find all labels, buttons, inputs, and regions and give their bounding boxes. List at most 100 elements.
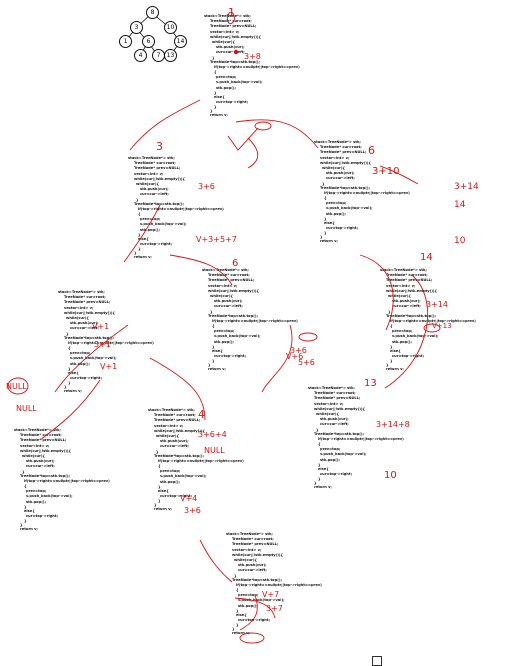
code-line: } bbox=[320, 235, 323, 240]
annotation: 3+14+8 bbox=[376, 420, 410, 429]
code-line: } bbox=[158, 484, 161, 489]
code-line: stack<TreeNode*> stk; bbox=[226, 532, 273, 536]
annotation: V+1 bbox=[100, 362, 118, 371]
code-line: stk.pop(); bbox=[26, 499, 46, 504]
ink-check bbox=[227, 127, 259, 151]
code-line: } bbox=[318, 477, 321, 482]
ink-arrow bbox=[54, 324, 129, 393]
code-line: } bbox=[138, 247, 141, 252]
ink-arrow bbox=[359, 254, 394, 331]
code-line: } bbox=[214, 90, 217, 95]
code-line: { bbox=[24, 484, 27, 489]
ink-arrow bbox=[39, 379, 101, 441]
code-line: vector<int> v; bbox=[320, 155, 350, 160]
code-line: prev=top; bbox=[214, 329, 235, 334]
code-line: stack<TreeNode*> stk; bbox=[128, 156, 175, 160]
code-line: while(cur||!stk.empty()){ bbox=[154, 428, 206, 433]
code-line: while(cur){ bbox=[156, 434, 180, 439]
code-line: v.push_back(top->val); bbox=[392, 334, 439, 339]
code-line: if(top->right==nullptr||top->right==prev… bbox=[214, 64, 300, 69]
code-line: cur=cur->left; bbox=[140, 192, 169, 197]
code-line: v.push_back(top->val); bbox=[70, 356, 117, 361]
code-line: cur=cur->left; bbox=[214, 304, 243, 309]
code-line: { bbox=[214, 70, 217, 75]
code-line: } bbox=[22, 469, 25, 474]
code-line: prev=top; bbox=[140, 217, 161, 222]
code-line: if(top->right==nullptr||top->right==prev… bbox=[138, 206, 224, 211]
ink-arrow bbox=[239, 594, 258, 631]
code-line: } bbox=[214, 105, 217, 110]
ink-arrow bbox=[199, 539, 233, 583]
code-line: prev=top; bbox=[392, 329, 413, 334]
code-line: TreeNode* cur=root; bbox=[232, 537, 274, 542]
code-line: TreeNode* prev=NULL; bbox=[64, 300, 111, 305]
code-line: } bbox=[390, 359, 393, 364]
code-line: { bbox=[236, 588, 239, 593]
code-line: stk.push(cur); bbox=[160, 439, 189, 444]
tree-node: 6 bbox=[142, 35, 155, 48]
code-line: } bbox=[134, 251, 137, 256]
code-frame: stack<TreeNode*> stk;TreeNode* cur=root;… bbox=[380, 268, 476, 372]
code-line: if(top->right==nullptr||top->right==prev… bbox=[212, 318, 298, 323]
code-line: while(cur){ bbox=[234, 558, 258, 563]
code-line: if(top->right==nullptr||top->right==prev… bbox=[390, 318, 476, 323]
code-line: else{ bbox=[214, 94, 225, 99]
code-line: } bbox=[212, 55, 215, 60]
annotation: NULL bbox=[16, 404, 37, 413]
code-line: { bbox=[212, 324, 215, 329]
code-line: } bbox=[390, 344, 393, 349]
ink-arrow bbox=[247, 137, 259, 169]
code-line: } bbox=[138, 232, 141, 237]
code-line: v.push_back(top->val); bbox=[326, 206, 373, 211]
code-line: vector<int> v; bbox=[232, 547, 262, 552]
ink-dot bbox=[233, 49, 239, 55]
code-line: prev=top; bbox=[326, 201, 347, 206]
code-line: if(top->right==nullptr||top->right==prev… bbox=[158, 458, 244, 463]
annotation: 3+6+4 bbox=[198, 430, 227, 439]
code-line: while(cur||!stk.empty()){ bbox=[210, 34, 262, 39]
code-line: v.push_back(top->val); bbox=[216, 80, 263, 85]
code-line: while(cur){ bbox=[66, 316, 90, 321]
code-line: } bbox=[64, 385, 67, 390]
code-line: stack<TreeNode*> stk; bbox=[308, 386, 355, 390]
code-line: cur=top->right; bbox=[326, 226, 359, 231]
code-line: else{ bbox=[318, 466, 329, 471]
code-line: } bbox=[156, 449, 159, 454]
code-line: vector<int> v; bbox=[386, 283, 416, 288]
code-line: else{ bbox=[324, 220, 335, 225]
code-line: else{ bbox=[68, 370, 79, 375]
code-line: if(top->right==nullptr||top->right==prev… bbox=[318, 436, 404, 441]
code-line: vector<int> v; bbox=[64, 305, 94, 310]
ink-circle bbox=[298, 332, 318, 342]
code-line: if(top->right==nullptr||top->right==prev… bbox=[324, 190, 410, 195]
annotation: 3+14 bbox=[454, 182, 479, 192]
tree-node: 13 bbox=[164, 49, 177, 62]
code-line: TreeNode* prev=NULL; bbox=[314, 396, 361, 401]
code-line: stack<TreeNode*> stk; bbox=[14, 428, 61, 432]
code-line: TreeNode* prev=NULL; bbox=[232, 542, 279, 547]
code-line: TreeNode* cur=root; bbox=[386, 273, 428, 278]
code-line: vector<int> v; bbox=[314, 401, 344, 406]
code-line: cur=top->right; bbox=[214, 354, 247, 359]
code-line: TreeNode* cur=root; bbox=[320, 145, 362, 150]
code-line: prev=top; bbox=[216, 75, 237, 80]
annotation: V+6 bbox=[286, 352, 304, 361]
code-line: TreeNode* cur=root; bbox=[20, 433, 62, 438]
code-line: TreeNode*top=stk.top(); bbox=[210, 59, 260, 64]
code-line: v.push_back(top->val); bbox=[160, 474, 207, 479]
ink-arrow bbox=[261, 324, 293, 393]
code-line: } bbox=[314, 481, 317, 486]
code-line: while(cur||!stk.empty()){ bbox=[64, 310, 116, 315]
tree-node: 8 bbox=[146, 6, 159, 19]
code-line: TreeNode*top=stk.top(); bbox=[314, 431, 364, 436]
code-line: stack<TreeNode*> stk; bbox=[58, 290, 105, 294]
code-line: TreeNode* cur=root; bbox=[64, 295, 106, 300]
annotation: V+1 bbox=[92, 322, 110, 331]
code-line: stack<TreeNode*> stk; bbox=[314, 140, 361, 144]
code-line: } bbox=[324, 216, 327, 221]
ink-arrow bbox=[123, 204, 161, 263]
code-line: stk.push(cur); bbox=[326, 171, 355, 176]
code-line: if(top->right==nullptr||top->right==prev… bbox=[236, 582, 322, 587]
code-line: while(cur){ bbox=[210, 294, 234, 299]
code-line: if(top->right==nullptr||top->right==prev… bbox=[68, 340, 154, 345]
